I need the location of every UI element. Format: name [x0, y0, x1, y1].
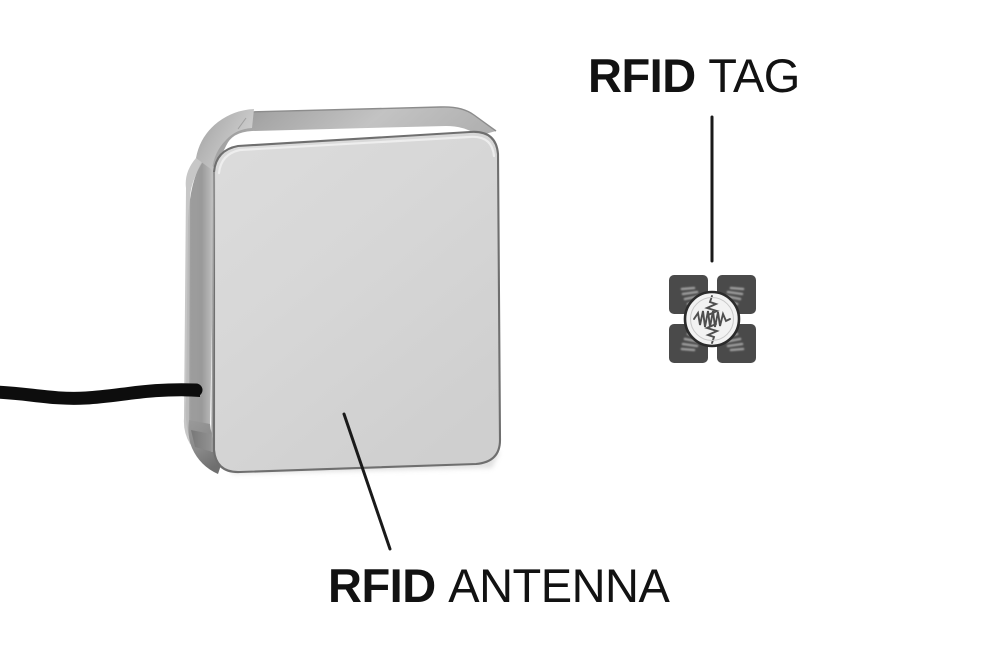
cable-entry-boot	[182, 385, 200, 397]
antenna-top-seam	[237, 117, 247, 130]
label-rfid-antenna: RFID ANTENNA	[328, 559, 670, 612]
antenna-left-side-highlight	[183, 158, 204, 448]
antenna-front-face-highlight	[217, 135, 496, 175]
antenna-bottom-shadow-sliver	[191, 430, 213, 452]
antenna-leader-line	[342, 412, 392, 551]
antenna-coaxial-cable	[0, 383, 203, 405]
tag-center-inner-ring	[690, 297, 734, 341]
rfid-tag-chip	[669, 275, 756, 363]
antenna-left-side-face	[185, 160, 215, 452]
antenna-front-face	[212, 130, 502, 474]
rfid-antenna-device	[0, 106, 502, 474]
antenna-top-face	[203, 106, 496, 168]
label-rfid-antenna-light: ANTENNA	[448, 559, 670, 612]
antenna-front-left-seam	[211, 171, 215, 453]
label-rfid-antenna-bold: RFID	[328, 559, 436, 612]
label-rfid-tag-light: TAG	[708, 49, 800, 102]
label-rfid-tag: RFID TAG	[588, 52, 800, 99]
label-rfid-tag-bold: RFID	[588, 49, 696, 102]
antenna-top-left-corner-bevel	[196, 109, 254, 170]
tag-center-meander	[693, 295, 731, 344]
